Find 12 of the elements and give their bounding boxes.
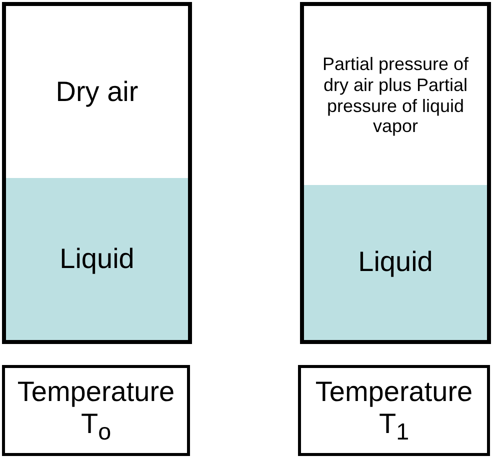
node-label: Temperature T$_{1}$ [314, 376, 474, 446]
temperature-box [298, 365, 490, 456]
container-outline [2, 2, 192, 344]
node-label: Liquid [357, 246, 434, 279]
container-outline [300, 2, 491, 344]
liquid-region [6, 178, 188, 340]
node-label: Partial pressure of dry air plus Partial pressure of liquid vapor [321, 54, 470, 137]
node-label: Dry air [54, 76, 140, 108]
temperature-box [2, 365, 190, 456]
node-label: Temperature T$_{o}$ [16, 376, 176, 446]
node-label: Liquid [58, 242, 136, 276]
liquid-region [304, 185, 487, 340]
